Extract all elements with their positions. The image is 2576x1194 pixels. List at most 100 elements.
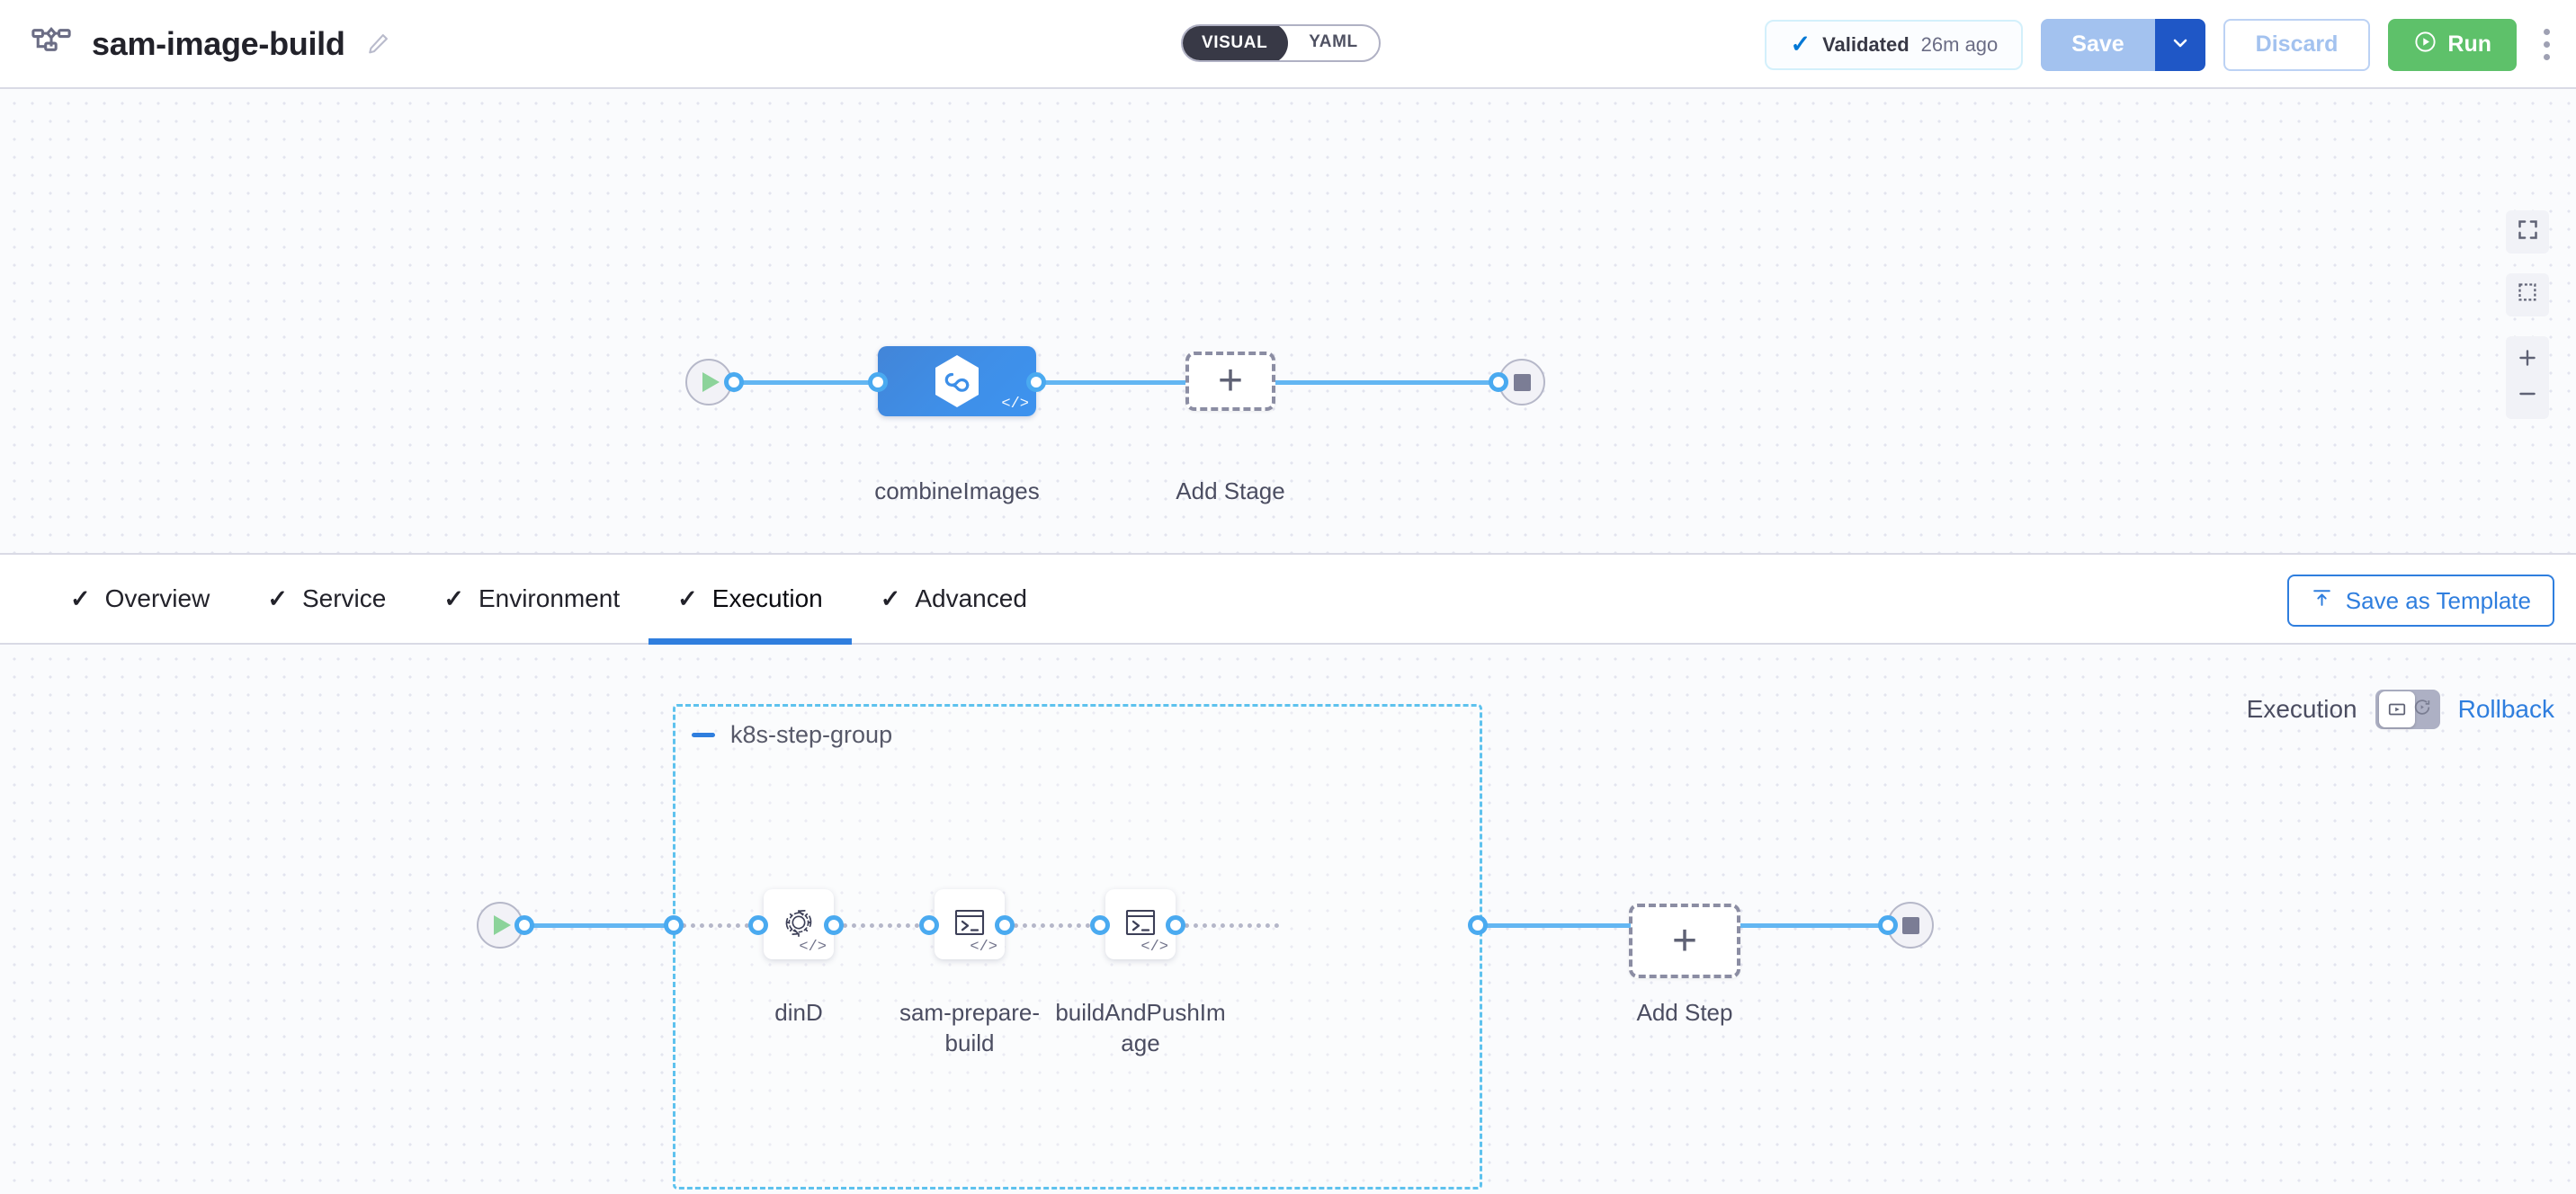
tab-yaml-mode[interactable]: YAML (1309, 32, 1358, 51)
canvas-controls (2506, 210, 2549, 419)
play-circle-icon (2413, 30, 2437, 60)
play-icon (702, 372, 720, 392)
tab-label: Service (301, 584, 387, 612)
stage-canvas[interactable]: </> combineImages + Add Stage (0, 89, 2576, 553)
connector-dot[interactable] (824, 915, 844, 935)
check-icon: ✓ (880, 584, 901, 612)
validated-label: Validated (1822, 32, 1910, 56)
tab-label: Advanced (915, 584, 1027, 612)
tab-advanced[interactable]: ✓ Advanced (852, 553, 1056, 645)
check-icon: ✓ (1790, 31, 1811, 58)
step-group-title: k8s-step-group (730, 721, 893, 748)
save-as-template-button[interactable]: Save as Template (2286, 575, 2554, 627)
connector-dot[interactable] (1166, 915, 1185, 935)
minus-collapse-icon[interactable] (692, 733, 715, 737)
check-icon: ✓ (677, 584, 698, 612)
status-badge-validated: ✓ Validated 26m ago (1765, 19, 2024, 70)
connector-dot[interactable] (1468, 915, 1488, 935)
execution-canvas[interactable]: Execution Rollback k8s-step-g (0, 645, 2576, 1194)
connector-dot[interactable] (919, 915, 939, 935)
connector-dot[interactable] (1090, 915, 1110, 935)
tab-visual-mode[interactable]: VISUAL (1182, 26, 1289, 60)
harness-ci-hexagon-icon (932, 353, 982, 409)
terminal-icon (1119, 901, 1162, 949)
validated-timestamp: 26m ago (1920, 32, 1999, 56)
connector-line (734, 380, 878, 385)
stop-icon (1901, 916, 1919, 934)
zoom-in-icon[interactable] (2516, 346, 2539, 374)
plus-icon: + (1217, 357, 1244, 405)
connector-dot[interactable] (995, 915, 1015, 935)
header-actions: ✓ Validated 26m ago Save Discard Run (1765, 0, 2554, 89)
add-step-button[interactable]: + (1629, 904, 1740, 978)
check-icon: ✓ (70, 584, 91, 612)
connector-line (524, 923, 673, 928)
tab-service[interactable]: ✓ Service (238, 553, 415, 645)
add-stage-button[interactable]: + (1185, 352, 1275, 411)
selection-box-button[interactable] (2506, 273, 2549, 316)
connector-line-dashed (673, 923, 758, 928)
connector-dot[interactable] (748, 915, 768, 935)
upload-template-icon (2311, 586, 2333, 615)
connector-dot[interactable] (1878, 915, 1898, 935)
connector-line-dashed (1176, 923, 1279, 928)
step-node-sam-prepare-build[interactable]: </> (935, 889, 1005, 959)
zoom-controls[interactable] (2506, 336, 2549, 419)
save-dropdown-button[interactable] (2154, 18, 2205, 71)
connector-line-dashed (834, 923, 928, 928)
discard-button[interactable]: Discard (2223, 18, 2371, 71)
app-header: sam-image-build VISUAL YAML ✓ Validated … (0, 0, 2576, 89)
stage-node-combineimages[interactable]: </> (878, 346, 1036, 416)
run-button[interactable]: Run (2388, 18, 2517, 71)
step-label-buildandpushimage: buildAndPushIm age (1055, 999, 1226, 1057)
execution-icon (2378, 691, 2415, 727)
plus-icon: + (1671, 916, 1698, 965)
connector-dot[interactable] (514, 915, 534, 935)
connector-dot[interactable] (664, 915, 684, 935)
stage-label: combineImages (874, 477, 1040, 504)
tab-label: Overview (104, 584, 210, 612)
rollback-switch-label[interactable]: Rollback (2457, 695, 2554, 723)
add-step-label: Add Step (1636, 999, 1733, 1026)
step-node-buildandpushimage[interactable]: </> (1105, 889, 1176, 959)
check-icon: ✓ (267, 584, 288, 612)
rollback-icon (2412, 698, 2432, 722)
connector-dot[interactable] (868, 372, 888, 392)
pencil-edit-icon[interactable] (365, 31, 390, 57)
connector-dot[interactable] (1489, 372, 1508, 392)
tab-execution[interactable]: ✓ Execution (648, 553, 852, 645)
connector-dot[interactable] (1026, 372, 1046, 392)
add-stage-label: Add Stage (1176, 477, 1285, 504)
tab-list: ✓ Overview ✓ Service ✓ Environment ✓ Exe… (0, 553, 1056, 645)
chevron-down-icon (2169, 32, 2191, 57)
execution-rollback-toggle[interactable] (2375, 690, 2440, 729)
selection-box-icon (2516, 281, 2540, 309)
code-icon[interactable]: </> (1140, 939, 1168, 956)
connector-line-dashed (1005, 923, 1099, 928)
fit-to-screen-button[interactable] (2506, 210, 2549, 254)
page-title: sam-image-build (92, 24, 345, 62)
pipeline-flow-icon (31, 23, 72, 65)
zoom-out-icon[interactable] (2516, 382, 2539, 410)
stop-icon (1513, 373, 1531, 391)
run-label: Run (2447, 31, 2491, 57)
save-button[interactable]: Save (2041, 18, 2155, 71)
fit-to-screen-icon (2516, 218, 2540, 246)
connector-line (1275, 380, 1497, 385)
connector-dot[interactable] (724, 372, 744, 392)
step-label-sam-prepare-build: sam-prepare- build (899, 999, 1041, 1057)
save-button-group: Save (2041, 18, 2205, 71)
view-mode-toggle[interactable]: VISUAL YAML (1181, 24, 1381, 62)
check-icon: ✓ (443, 584, 464, 612)
connector-line (1036, 380, 1185, 385)
step-node-dind[interactable]: </> (764, 889, 834, 959)
connector-line (1478, 923, 1631, 928)
tab-environment[interactable]: ✓ Environment (415, 553, 648, 645)
code-icon[interactable]: </> (1001, 396, 1029, 413)
kebab-menu-icon[interactable] (2538, 19, 2554, 71)
code-icon[interactable]: </> (970, 939, 997, 956)
execution-start-node (477, 902, 523, 949)
tab-overview[interactable]: ✓ Overview (41, 553, 238, 645)
step-label-dind: dinD (774, 999, 823, 1026)
code-icon[interactable]: </> (799, 939, 827, 956)
